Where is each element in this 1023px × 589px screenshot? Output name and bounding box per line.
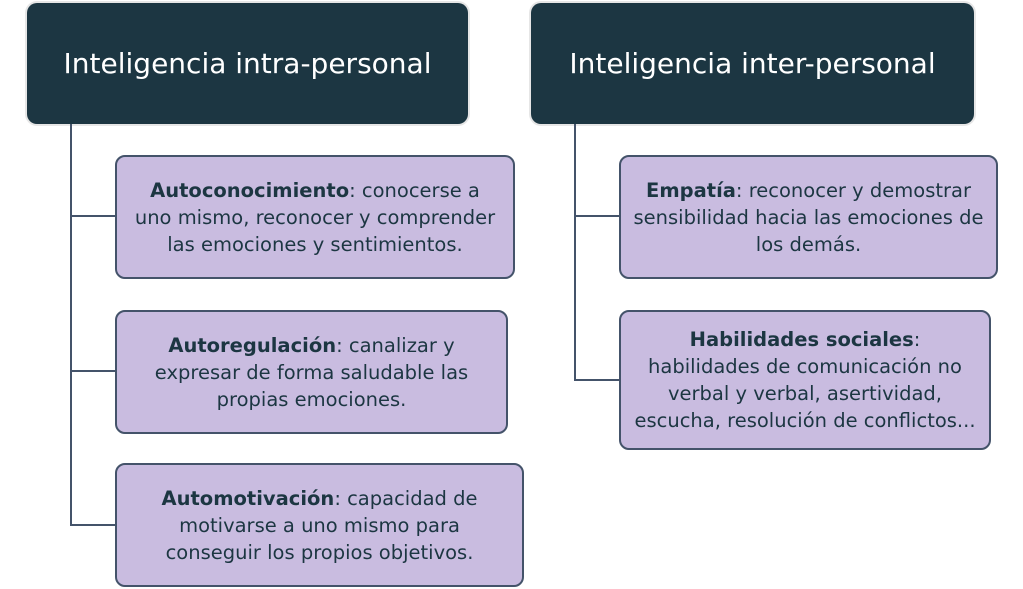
term: Autoconocimiento [150,178,350,202]
description: : habilidades de comunicación no verbal … [634,328,976,432]
concept-box-automotivacion: Automotivación: capacidad de motivarse a… [115,463,524,587]
description: : reconocer y demostrar sensibilidad hac… [633,178,984,256]
term: Automotivación [161,486,335,510]
term: Empatía [646,178,736,202]
connector-line [70,124,72,526]
intrapersonal-header: Inteligencia intra-personal [27,3,468,124]
connector-line [574,124,576,381]
connector-line [574,379,619,381]
header-title: Inteligencia intra-personal [63,47,432,80]
concept-box-autoconocimiento: Autoconocimiento: conocerse a uno mismo,… [115,155,515,279]
concept-box-autoregulacion: Autoregulación: canalizar y expresar de … [115,310,508,434]
connector-line [70,524,115,526]
connector-line [574,215,619,217]
header-title: Inteligencia inter-personal [569,47,936,80]
description: : canalizar y expresar de forma saludabl… [154,333,469,411]
description: : capacidad de motivarse a uno mismo par… [165,486,478,564]
term: Autoregulación [168,333,337,357]
connector-line [70,215,115,217]
concept-box-empatia: Empatía: reconocer y demostrar sensibili… [619,155,998,279]
concept-box-habilidades-sociales: Habilidades sociales: habilidades de com… [619,310,991,450]
connector-line [70,370,115,372]
term: Habilidades sociales [689,328,914,351]
description: : conocerse a uno mismo, reconocer y com… [134,178,496,256]
interpersonal-header: Inteligencia inter-personal [531,3,974,124]
